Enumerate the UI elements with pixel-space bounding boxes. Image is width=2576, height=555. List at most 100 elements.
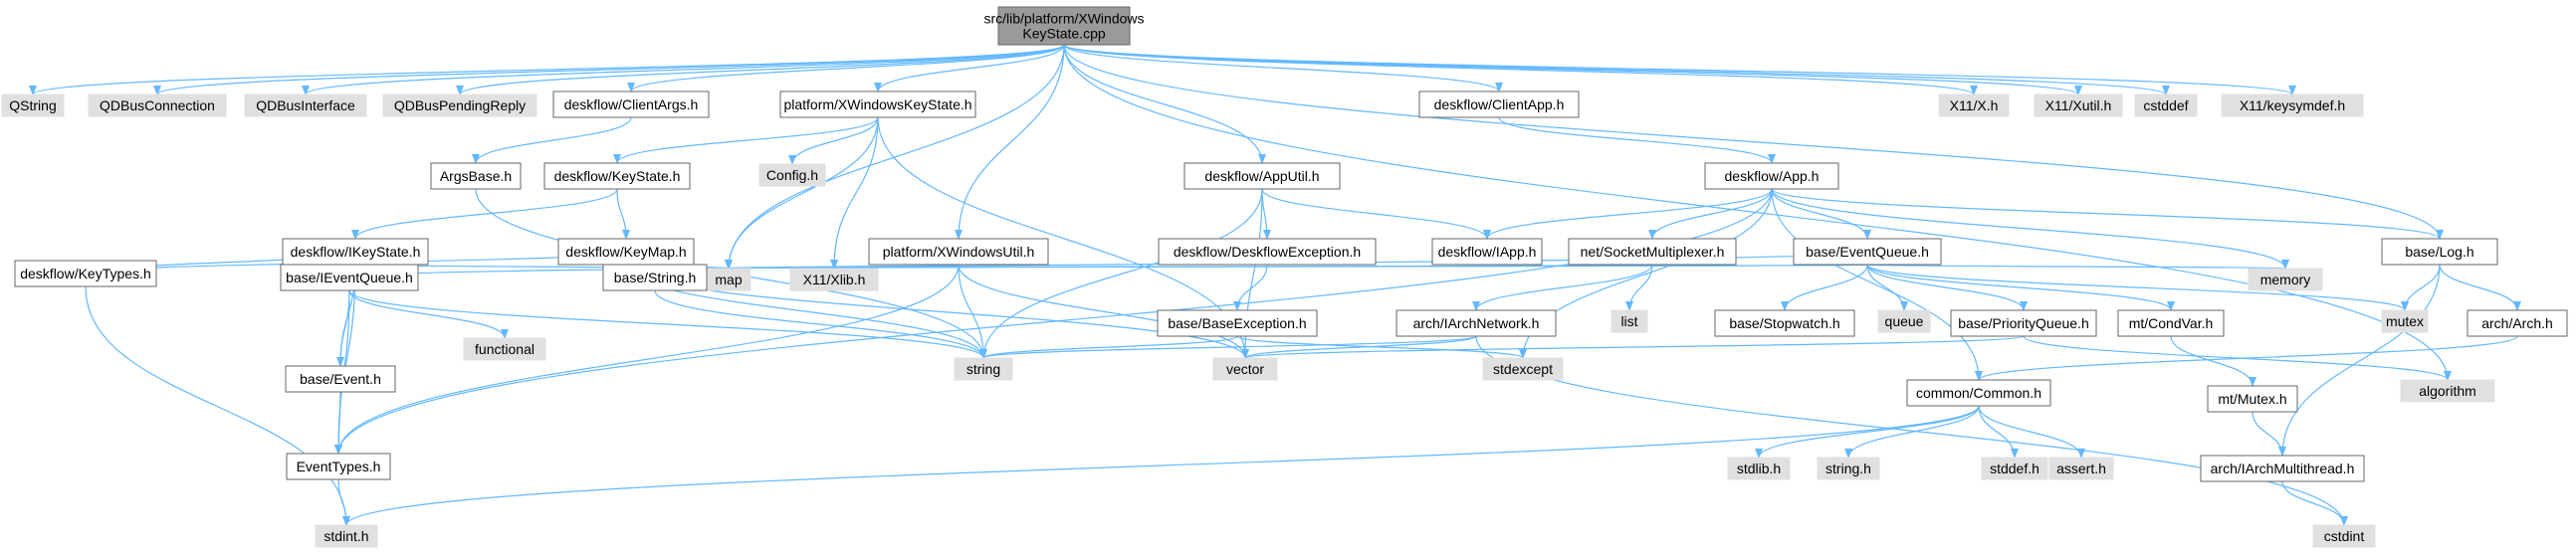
node-iarchmt[interactable]: arch/IArchMultithread.h (2200, 455, 2365, 482)
node-label: deskflow/AppUtil.h (1204, 168, 1319, 184)
node-eventqueue[interactable]: base/EventQueue.h (1793, 238, 1942, 266)
node-box (1610, 309, 1648, 333)
node-string: string (954, 357, 1013, 381)
edge-log-to-iarchmt (2278, 264, 2441, 457)
node-box (1793, 238, 1942, 266)
node-label: mt/Mutex.h (2218, 391, 2286, 407)
node-priorityqueue[interactable]: base/PriorityQueue.h (1950, 309, 2097, 337)
edge-baseexc-to-string (979, 335, 1238, 359)
node-iapp[interactable]: deskflow/IApp.h (1431, 238, 1543, 266)
node-condvar[interactable]: mt/CondVar.h (2117, 309, 2225, 337)
edge-log-to-arch (2439, 264, 2521, 311)
edge-eventtypes-to-stdint (337, 478, 350, 526)
node-label: ArgsBase.h (440, 168, 512, 184)
node-deskflowexc[interactable]: deskflow/DeskflowException.h (1158, 238, 1377, 266)
node-event[interactable]: base/Event.h (285, 365, 396, 393)
node-root[interactable]: src/lib/platform/XWindowsKeyState.cpp (983, 6, 1145, 46)
edge-iarchmt-to-cstdint (2281, 480, 2348, 526)
node-mtmutex[interactable]: mt/Mutex.h (2207, 385, 2298, 413)
node-basestring[interactable]: base/String.h (602, 264, 708, 291)
edge-eventqueue-to-map (728, 259, 1868, 270)
node-box (1183, 162, 1341, 190)
edge-apputil-to-string (979, 188, 1263, 359)
node-xwkeystate_h[interactable]: platform/XWindowsKeyState.h (779, 91, 976, 118)
node-box (2207, 385, 2298, 413)
node-box (557, 238, 695, 266)
node-label: stddef.h (1990, 461, 2039, 476)
node-log[interactable]: base/Log.h (2381, 238, 2498, 266)
node-queue: queue (1877, 309, 1931, 333)
node-box (552, 91, 710, 118)
node-label: QDBusInterface (256, 97, 355, 113)
node-box (382, 93, 537, 117)
node-baseexc[interactable]: base/BaseException.h (1157, 309, 1318, 337)
edge-clientapp-to-app (1498, 116, 1776, 164)
node-iarchnet[interactable]: arch/IArchNetwork.h (1395, 309, 1557, 337)
node-box (1431, 238, 1543, 266)
node-label: base/BaseException.h (1168, 315, 1306, 331)
node-eventtypes[interactable]: EventTypes.h (286, 453, 391, 480)
node-label: deskflow/KeyMap.h (565, 244, 686, 260)
edge-keystate-to-keymap (616, 188, 630, 240)
node-box (2034, 93, 2123, 117)
node-label: base/IEventQueue.h (286, 270, 413, 285)
node-label: arch/Arch.h (2481, 315, 2553, 331)
node-argsbase[interactable]: ArgsBase.h (430, 162, 522, 190)
node-label: deskflow/ClientArgs.h (564, 96, 699, 112)
edge-app-to-eventqueue (1771, 188, 1871, 240)
node-sockmux[interactable]: net/SocketMultiplexer.h (1568, 238, 1737, 266)
edge-root-to-qdbusconnection (153, 44, 1065, 95)
node-vector: vector (1212, 357, 1278, 381)
node-label: deskflow/IKeyState.h (291, 244, 421, 260)
edge-root-to-cstddef (1063, 44, 2170, 95)
node-label: deskflow/App.h (1725, 168, 1820, 184)
node-box (1950, 309, 2097, 337)
edge-common-to-stddef (1978, 405, 2019, 459)
node-label: deskflow/DeskflowException.h (1174, 244, 1361, 260)
edge-iarchnet-to-vector (1241, 335, 1477, 359)
edge-sockmux-to-iarchnet (1472, 264, 1653, 311)
edge-deskflowexc-to-baseexc (1233, 264, 1268, 311)
node-ikeystate[interactable]: deskflow/IKeyState.h (282, 238, 429, 266)
edge-eventqueue-to-condvar (1866, 264, 2175, 311)
node-cstddef: cstddef (2134, 93, 2198, 117)
node-clientargs[interactable]: deskflow/ClientArgs.h (552, 91, 710, 118)
node-label: net/SocketMultiplexer.h (1581, 244, 1725, 260)
node-ieventqueue[interactable]: base/IEventQueue.h (280, 264, 419, 291)
node-box (1704, 162, 1839, 190)
edge-eventqueue-to-ieventqueue (346, 251, 1868, 278)
node-box (2381, 238, 2498, 266)
node-label: functional (475, 341, 535, 357)
node-label: platform/XWindowsUtil.h (883, 244, 1035, 260)
node-label: assert.h (2056, 461, 2106, 476)
node-stdlib: stdlib.h (1727, 457, 1791, 480)
node-label: QDBusPendingReply (394, 97, 526, 113)
node-clientapp[interactable]: deskflow/ClientApp.h (1418, 91, 1580, 118)
node-box (2200, 455, 2365, 482)
node-box (2248, 268, 2323, 291)
node-common[interactable]: common/Common.h (1906, 379, 2051, 407)
node-box (1212, 357, 1278, 381)
node-arch[interactable]: arch/Arch.h (2467, 309, 2568, 337)
edge-baseexc-to-stdexcept (1236, 335, 1527, 359)
node-keytypes[interactable]: deskflow/KeyTypes.h (14, 260, 157, 287)
node-app[interactable]: deskflow/App.h (1704, 162, 1839, 190)
node-box (1, 93, 65, 117)
node-xwutil[interactable]: platform/XWindowsUtil.h (868, 238, 1049, 266)
edge-xwkeystate_h-to-xlib (830, 116, 879, 270)
node-box (2134, 93, 2198, 117)
node-keymap[interactable]: deskflow/KeyMap.h (557, 238, 695, 266)
node-stringh: string.h (1817, 457, 1880, 480)
node-label: stdint.h (323, 528, 368, 544)
node-stddef: stddef.h (1981, 457, 2048, 480)
node-apputil[interactable]: deskflow/AppUtil.h (1183, 162, 1341, 190)
node-label: vector (1226, 361, 1264, 377)
node-box (430, 162, 522, 190)
node-box (1938, 93, 2010, 117)
node-box (2467, 309, 2568, 337)
edge-xwkeystate_h-to-keystate (613, 116, 879, 164)
edge-keystate-to-ikeystate (351, 188, 618, 240)
node-keystate[interactable]: deskflow/KeyState.h (543, 162, 691, 190)
node-label: base/Log.h (2405, 244, 2473, 260)
node-stopwatch[interactable]: base/Stopwatch.h (1714, 309, 1855, 337)
